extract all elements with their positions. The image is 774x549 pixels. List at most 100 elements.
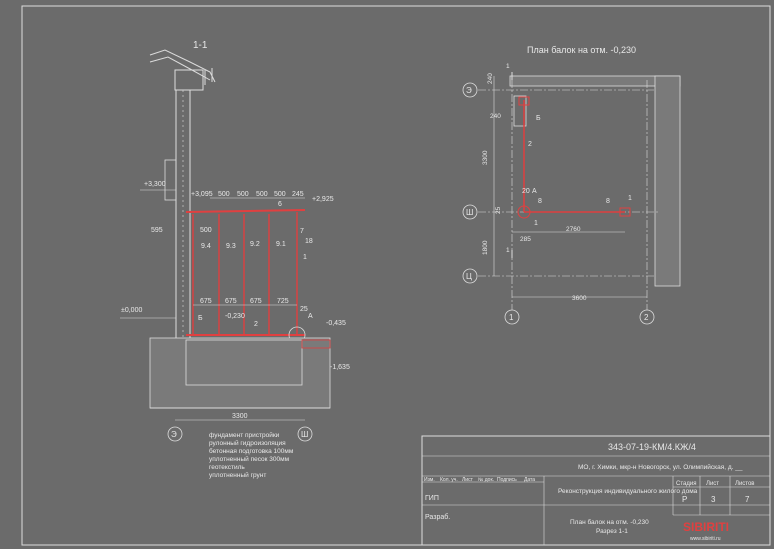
dim-240h: 240 <box>490 113 501 120</box>
svg-text:геотекстиль: геотекстиль <box>209 464 245 471</box>
dim-500: 500 <box>200 227 212 234</box>
plan-mark-B: Б <box>536 115 541 122</box>
plan-title: План балок на отм. -0,230 <box>527 45 636 55</box>
member-9-4: 9.4 <box>201 243 211 250</box>
svg-text:500: 500 <box>256 191 268 198</box>
stamp-sheet: 3 <box>711 495 716 504</box>
level-minus1635: -1,635 <box>330 364 350 371</box>
beam-plan: План балок на отм. -0,230 1 1 Б 2 20 А 8… <box>462 45 681 325</box>
wall-right <box>654 75 681 287</box>
level-plus3095: +3,095 <box>191 191 213 198</box>
columns <box>192 212 298 335</box>
stamp-h-doc: № док. <box>478 477 494 483</box>
stamp-h-date: Дата <box>524 477 535 483</box>
foundation <box>149 337 331 409</box>
plan-axis-1: 1 <box>509 313 514 322</box>
dim-285: 285 <box>520 236 531 243</box>
svg-text:500: 500 <box>218 191 230 198</box>
exterior-wall <box>164 89 191 341</box>
axis-E: Э <box>171 430 177 439</box>
cut-bottom: 1 <box>506 247 510 254</box>
stamp-project: Реконструкция индивидуального жилого дом… <box>558 488 698 495</box>
dim-2760: 2760 <box>566 226 581 233</box>
title-block: 343-07-19-КМ/4.КЖ/4 МО, г. Химки, мкр-н … <box>421 435 771 546</box>
stamp-code: 343-07-19-КМ/4.КЖ/4 <box>608 442 696 452</box>
plan-mark-1b: 1 <box>628 195 632 202</box>
stamp-logo: SIBIRITI <box>683 520 729 534</box>
dim-595: 595 <box>151 227 163 234</box>
top-beam <box>185 209 306 213</box>
stamp-sheets: 7 <box>745 495 750 504</box>
member-9-2: 9.2 <box>250 241 260 248</box>
section-1-1: 1-1 +3,300 595 ±0,000 +3,095 +2,925 500 … <box>120 40 350 479</box>
axis-Sh: Ш <box>301 430 308 439</box>
plan-axis-Ts: Ц <box>466 272 472 281</box>
svg-text:500: 500 <box>237 191 249 198</box>
axis-Sh-circle <box>297 426 313 442</box>
stamp-dev: Разраб. <box>425 513 450 521</box>
plan-axis-2: 2 <box>644 313 649 322</box>
mark-18: 18 <box>305 238 313 245</box>
svg-text:бетонная подготовка 100мм: бетонная подготовка 100мм <box>209 447 294 455</box>
cut-top: 1 <box>506 63 510 70</box>
top-dims: 500 500 500 500 245 <box>210 191 305 199</box>
plan-mark-8b: 8 <box>606 198 610 205</box>
stamp-h-izm: Изм. <box>424 477 435 483</box>
svg-text:уплотненный песок 300мм: уплотненный песок 300мм <box>209 455 290 463</box>
plan-mark-20: 20 <box>522 188 530 195</box>
level-plus2925: +2,925 <box>312 196 334 203</box>
plan-node <box>517 205 531 219</box>
svg-text:500: 500 <box>274 191 286 198</box>
dim-1800v: 1800 <box>482 240 489 255</box>
bottom-dims: 675 675 675 725 <box>193 298 297 306</box>
plan-mark-8a: 8 <box>538 198 542 205</box>
dim-25v: 25 <box>495 206 502 214</box>
stamp-gip: ГИП <box>425 495 439 502</box>
svg-text:675: 675 <box>250 298 262 305</box>
member-9-1: 9.1 <box>276 241 286 248</box>
svg-text:245: 245 <box>292 191 304 198</box>
stamp-sheet-sub: Разрез 1-1 <box>596 528 628 535</box>
roof-eave <box>149 49 216 91</box>
stamp-site: www.sibiriti.ru <box>690 536 721 542</box>
svg-text:675: 675 <box>200 298 212 305</box>
stamp-col-sheet: Лист <box>706 481 719 487</box>
stamp-h-sign: Подпись <box>497 477 517 483</box>
svg-text:675: 675 <box>225 298 237 305</box>
level-top: +3,300 <box>144 181 166 188</box>
level-zero: ±0,000 <box>121 307 142 314</box>
stamp-address: МО, г. Химки, мкр-н Новогорск, ул. Олимп… <box>578 463 743 471</box>
svg-text:фундамент пристройки: фундамент пристройки <box>209 431 280 439</box>
svg-text:рулонный гидроизоляция: рулонный гидроизоляция <box>209 439 286 447</box>
svg-text:уплотненный грунт: уплотненный грунт <box>209 471 266 479</box>
wall-top <box>509 75 681 87</box>
stamp-h-list: Лист <box>462 477 474 483</box>
stamp-stage: Р <box>682 495 687 504</box>
mark-1: 1 <box>303 254 307 261</box>
stamp-col-stage: Стадия <box>676 481 696 487</box>
plan-mark-A: А <box>532 188 537 195</box>
dim-3300v: 3300 <box>482 150 489 165</box>
mark-B: Б <box>198 315 203 322</box>
dim-3600: 3600 <box>572 295 587 302</box>
plan-support-top <box>518 96 530 106</box>
stamp-col-sheets: Листов <box>735 481 755 487</box>
mark-A: А <box>308 313 313 320</box>
plan-mark-1a: 1 <box>534 220 538 227</box>
plan-axis-Sh: Ш <box>466 208 473 217</box>
mark-25: 25 <box>300 306 308 313</box>
dim-240v: 240 <box>487 73 494 84</box>
mark-6: 6 <box>278 201 282 208</box>
stamp-h-kol: Кол. уч. <box>440 477 458 483</box>
mark-7: 7 <box>300 228 304 235</box>
plan-support-right <box>619 207 631 217</box>
layers-legend: фундамент пристройки рулонный гидроизоля… <box>209 431 294 479</box>
wall-nib <box>513 95 527 127</box>
member-9-3: 9.3 <box>226 243 236 250</box>
stamp-sheet-title: План балок на отм. -0,230 <box>570 518 649 526</box>
section-title: 1-1 <box>193 40 208 51</box>
mark-2: 2 <box>254 321 258 328</box>
svg-text:725: 725 <box>277 298 289 305</box>
sheet-frame <box>21 5 771 546</box>
